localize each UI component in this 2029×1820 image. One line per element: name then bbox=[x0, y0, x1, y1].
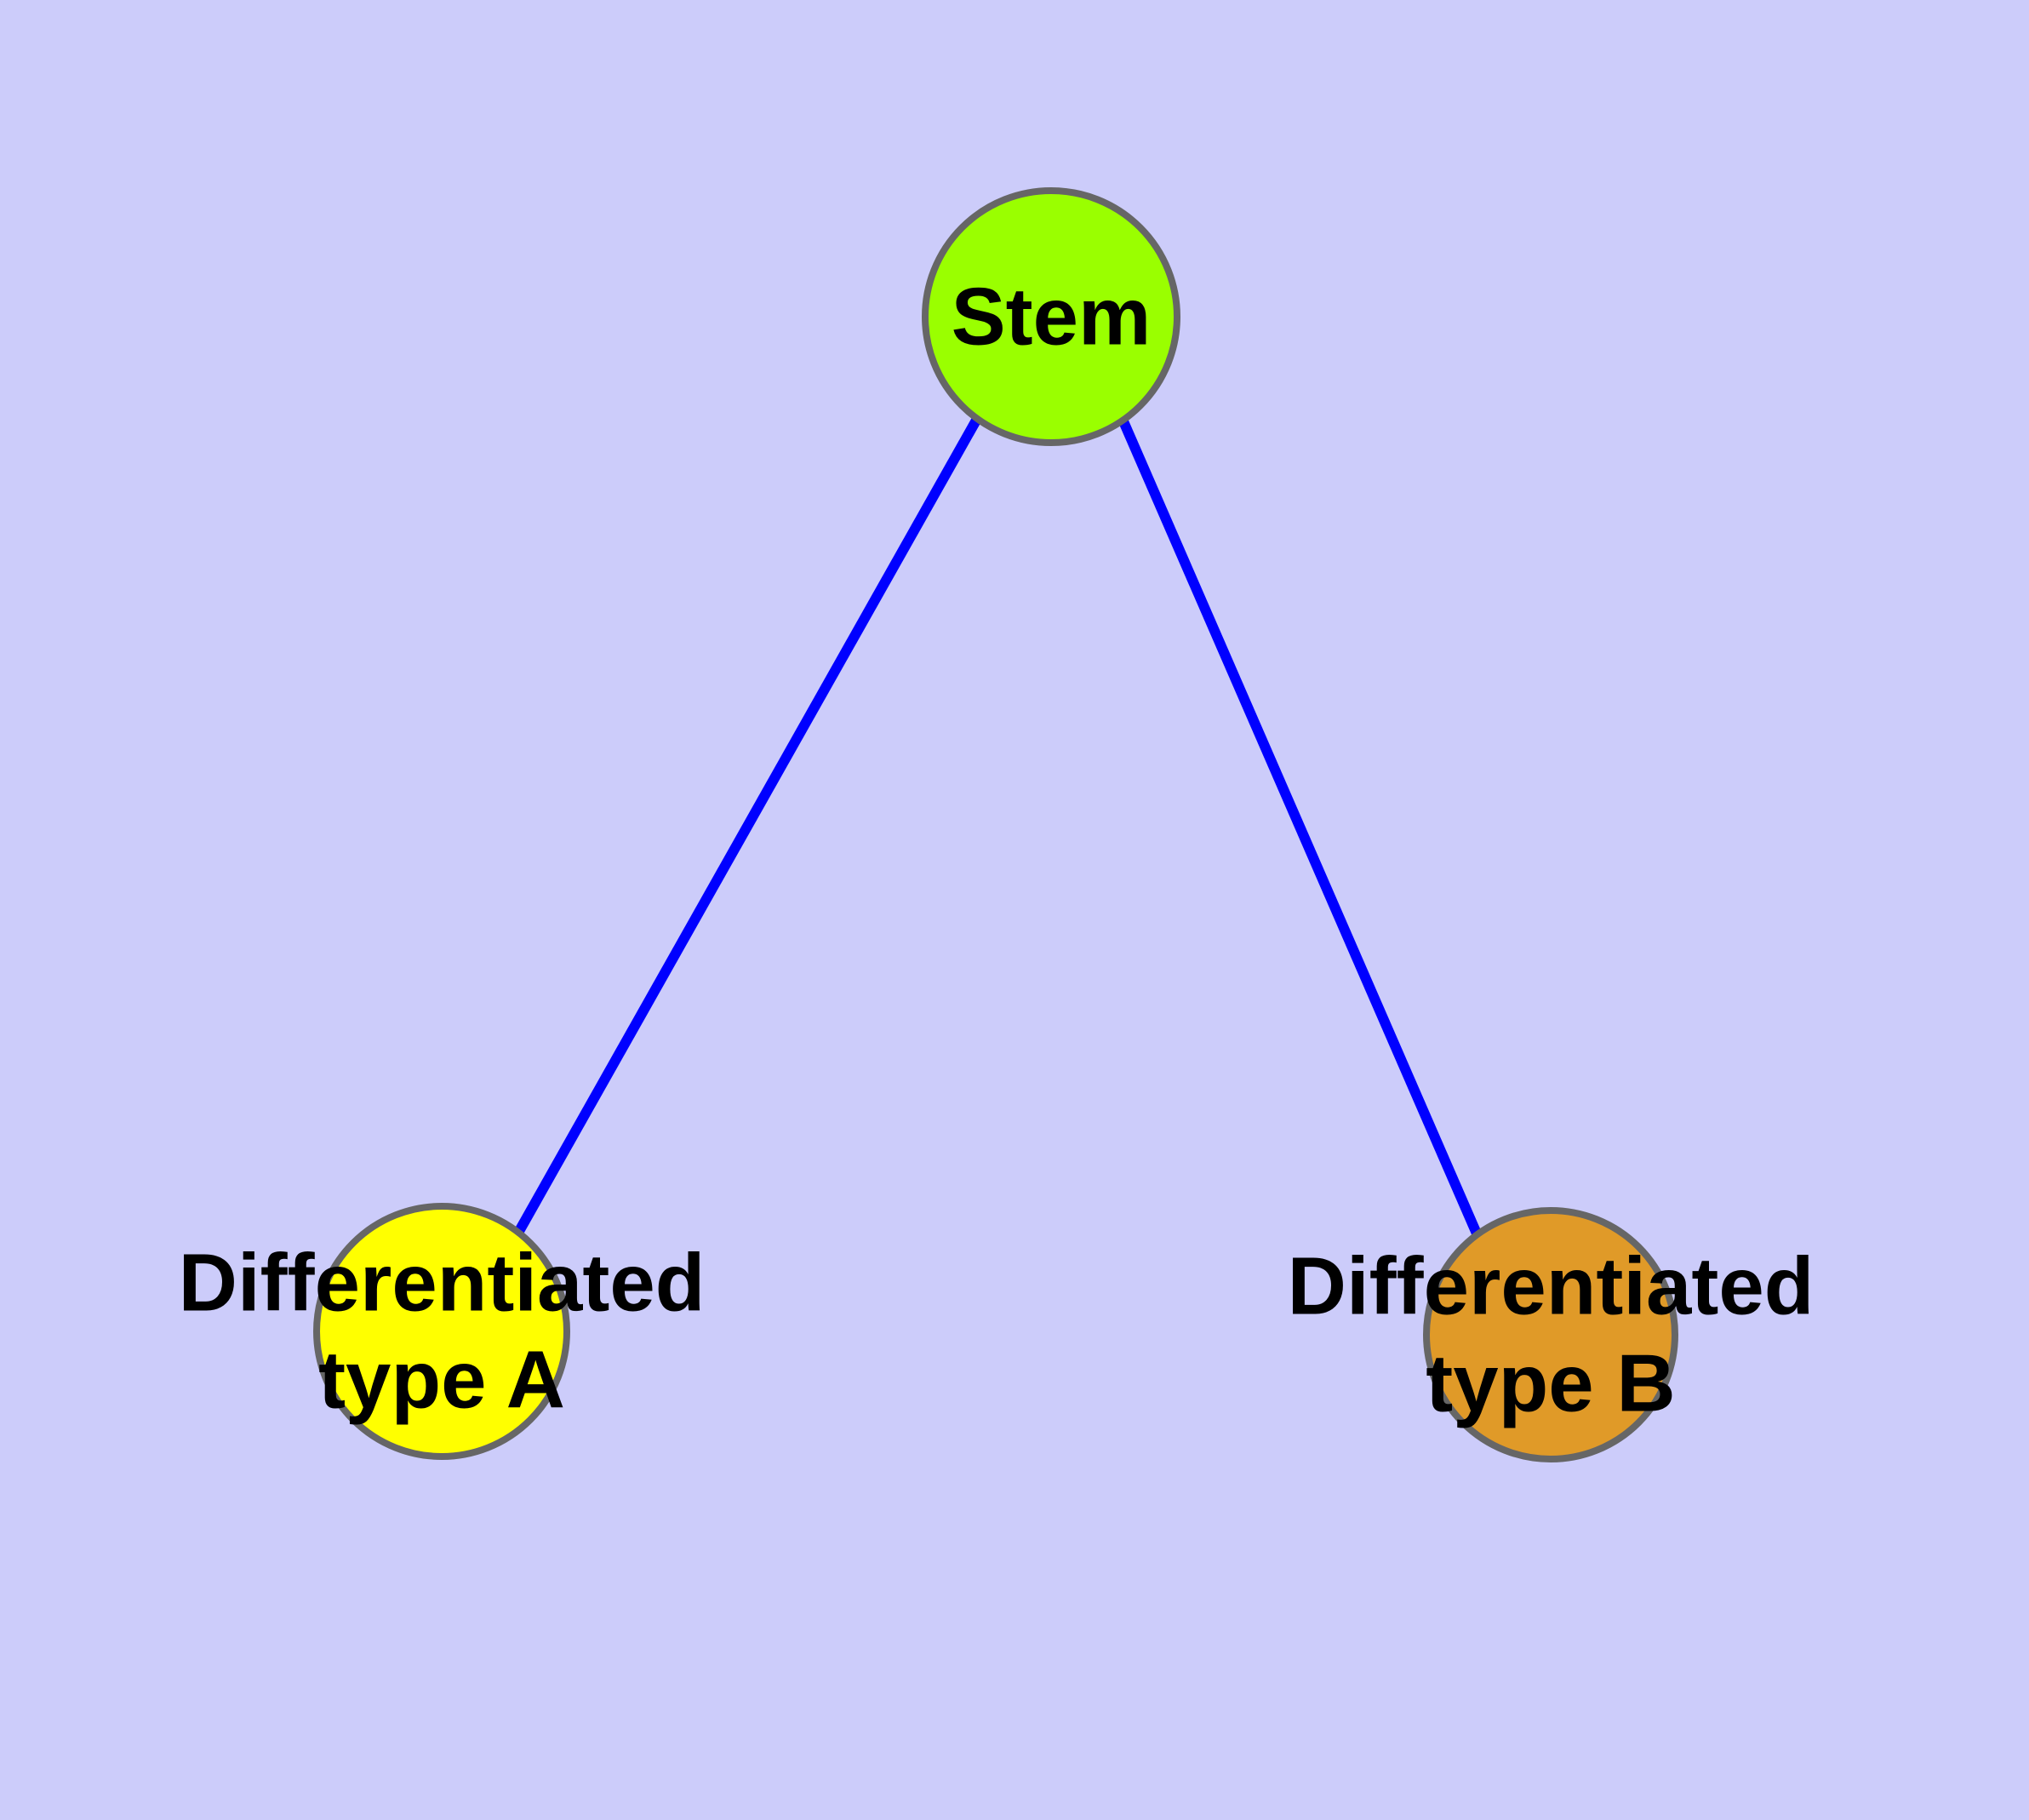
node-stem-circle[interactable] bbox=[922, 187, 1180, 446]
node-stem-label: Stem bbox=[952, 272, 1152, 363]
node-diff-a[interactable] bbox=[313, 1203, 570, 1460]
node-stem[interactable] bbox=[922, 187, 1180, 446]
node-layer bbox=[313, 187, 1678, 1462]
edge-stem-to-diff-a bbox=[513, 416, 982, 1235]
node-diff-b[interactable] bbox=[1423, 1207, 1678, 1462]
node-diff-a-circle[interactable] bbox=[313, 1203, 570, 1460]
node-diff-b-circle[interactable] bbox=[1423, 1207, 1678, 1462]
edge-stem-to-diff-b bbox=[1118, 419, 1482, 1236]
edge-layer bbox=[513, 416, 1482, 1236]
